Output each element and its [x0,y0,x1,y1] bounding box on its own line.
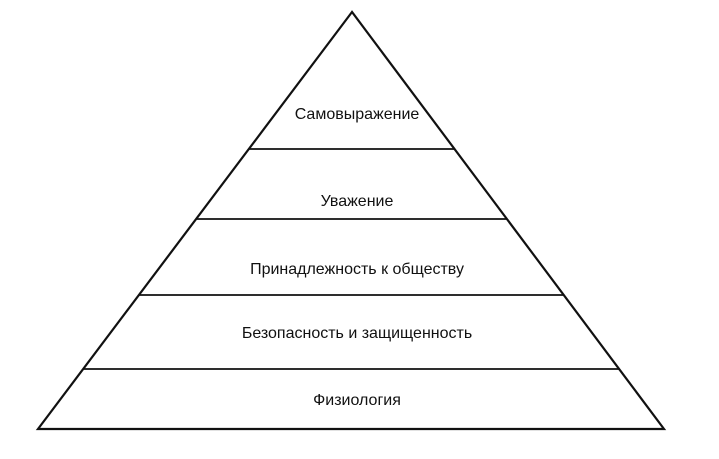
label-physiology: Физиология [313,392,401,409]
label-safety: Безопасность и защищенность [242,325,472,342]
label-esteem: Уважение [321,193,394,210]
label-self-actualization: Самовыражение [295,106,420,123]
label-belonging: Принадлежность к обществу [250,261,464,278]
pyramid-outline [35,10,667,431]
